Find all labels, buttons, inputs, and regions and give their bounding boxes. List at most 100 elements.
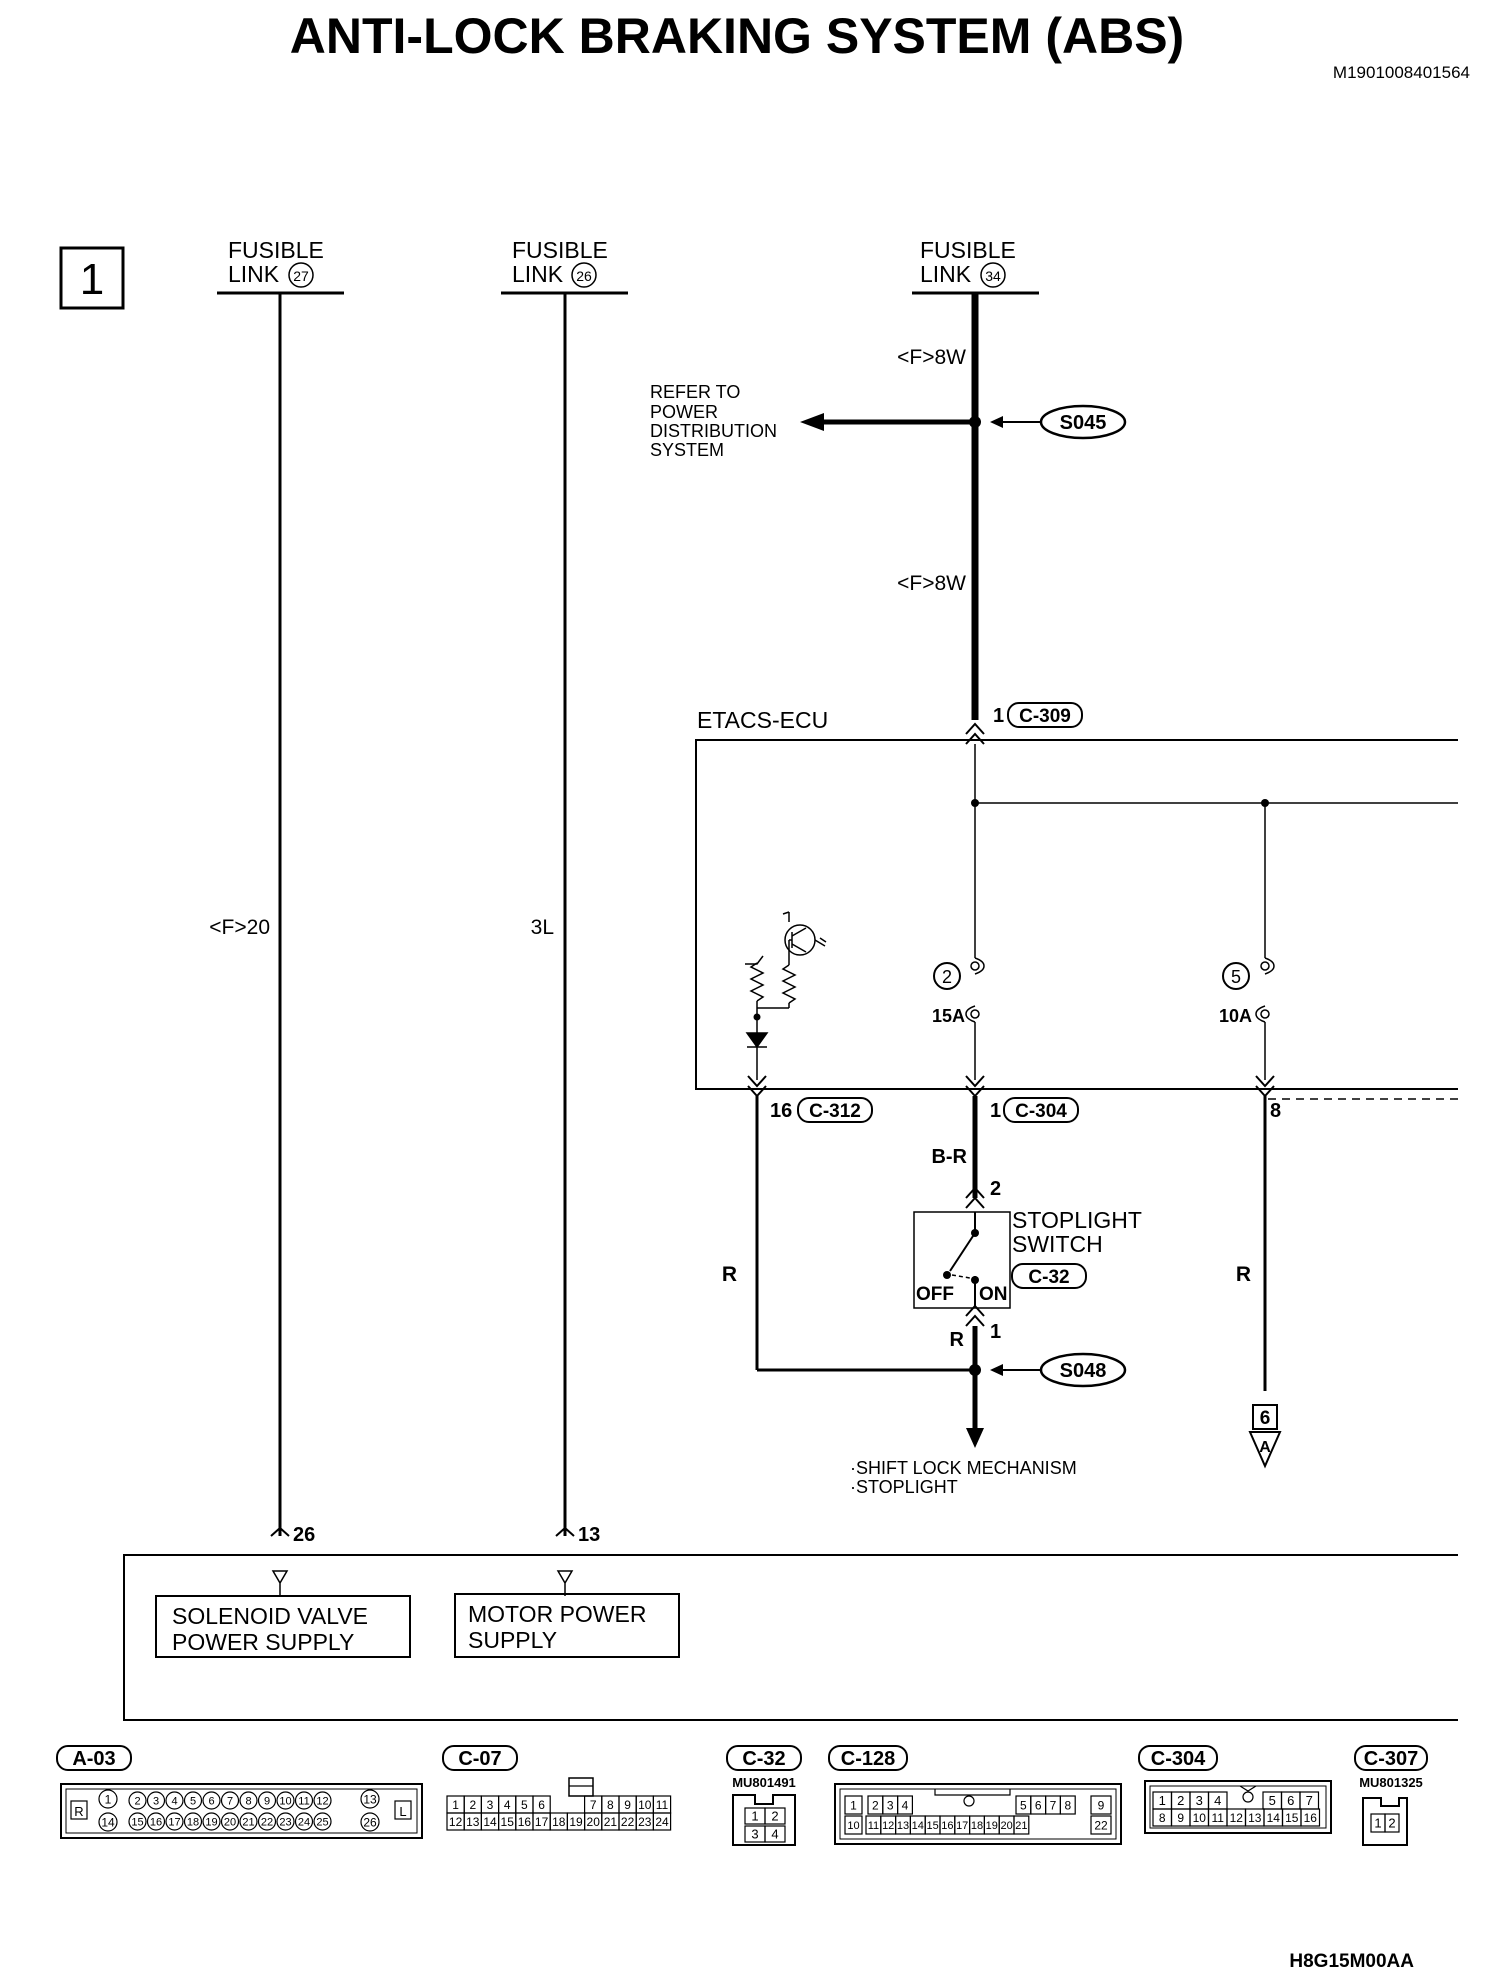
a03-pin: 15 <box>131 1816 143 1828</box>
c32-pin: 1 <box>751 1809 758 1824</box>
diode-junction <box>753 1013 761 1021</box>
c32-pin-cell <box>764 1825 786 1843</box>
downstream-labels: ·SHIFT LOCK MECHANISM ·STOPLIGHT <box>850 1458 1077 1497</box>
splice-pointer-arrow-s048 <box>990 1364 1003 1376</box>
wire-label-fl26: 3L <box>531 916 554 939</box>
svg-text:DISTRIBUTION: DISTRIBUTION <box>650 421 777 441</box>
c128-pin: 14 <box>912 1820 924 1832</box>
fusible-link-34-number: 34 <box>985 268 1001 284</box>
c128-pin: 7 <box>1050 1798 1057 1812</box>
switch-dashed <box>951 1274 971 1279</box>
a03-pin-cell <box>128 1791 147 1810</box>
a03-pin-cell <box>294 1812 314 1831</box>
wire-label-switch-out: R <box>950 1329 965 1351</box>
a03-pin: 5 <box>190 1795 196 1807</box>
c128-pin-cell <box>844 1795 863 1815</box>
downstream-arrowhead <box>966 1428 984 1448</box>
splice-dot-s048 <box>969 1364 981 1376</box>
c304-pin: 4 <box>1214 1793 1221 1808</box>
ref-marker-page-number: 6 <box>1260 1408 1271 1429</box>
stoplight-switch-label-2: SWITCH <box>1012 1231 1103 1257</box>
c128-pin: 8 <box>1064 1798 1071 1812</box>
splice-s048-label: S048 <box>1060 1360 1107 1382</box>
connector-c32-part: MU801491 <box>732 1775 796 1790</box>
svg-text:LINK: LINK <box>228 261 280 287</box>
c304-pin: 10 <box>1193 1811 1207 1825</box>
a03-pin: 18 <box>187 1816 199 1828</box>
a03-pin-cell <box>128 1812 147 1831</box>
c07-pin-cell <box>652 1812 672 1831</box>
fusible-link-26: FUSIBLE LINK 26 <box>501 237 628 295</box>
svg-text:SYSTEM: SYSTEM <box>650 440 724 460</box>
c128-pin: 12 <box>882 1820 894 1832</box>
svg-text:FUSIBLE: FUSIBLE <box>512 237 608 263</box>
refer-to-power-distribution-text: REFER TO POWER DISTRIBUTION SYSTEM <box>650 382 777 460</box>
c07-pin: 23 <box>638 1815 652 1829</box>
etacs-ecu-box <box>695 739 1458 1090</box>
connector-c128-name: C-128 <box>841 1748 895 1770</box>
c128-pin: 5 <box>1020 1798 1027 1812</box>
c07-pin: 24 <box>655 1815 669 1829</box>
splice-s045-label: S045 <box>1060 412 1107 434</box>
c07-pin: 12 <box>449 1815 463 1829</box>
abs-ecu-box <box>123 1554 1458 1721</box>
a03-pin: 7 <box>227 1795 233 1807</box>
c32-pin: 2 <box>771 1809 778 1824</box>
c128-pin: 16 <box>941 1820 953 1832</box>
fusible-link-27: FUSIBLE LINK 27 <box>217 237 344 295</box>
c128-pin-cell <box>1059 1795 1076 1815</box>
a03-pin: 3 <box>153 1795 159 1807</box>
connector-c304-name: C-304 <box>1151 1748 1206 1770</box>
switch-on-contact <box>971 1276 979 1284</box>
a03-pin: 25 <box>316 1816 328 1828</box>
solenoid-label-2: POWER SUPPLY <box>172 1629 354 1655</box>
c128-pin: 18 <box>971 1820 983 1832</box>
c307-pin-cell <box>1384 1813 1400 1833</box>
a03-pin: 21 <box>242 1816 254 1828</box>
c07-pin: 17 <box>535 1815 549 1829</box>
connector-c07-name: C-07 <box>458 1748 501 1770</box>
switch-terminal-out <box>965 1304 985 1327</box>
svg-text:5: 5 <box>1231 967 1241 987</box>
c07-pin: 2 <box>469 1798 476 1812</box>
a03-pin: 8 <box>245 1795 251 1807</box>
etacs-pin-1-c304: 1 <box>990 1100 1001 1122</box>
a03-pin: 2 <box>134 1795 140 1807</box>
connector-a03-name: A-03 <box>72 1748 115 1770</box>
connector-c309-label: C-309 <box>1019 706 1071 727</box>
a03-pin-cell <box>360 1789 380 1809</box>
svg-text:FUSIBLE: FUSIBLE <box>920 237 1016 263</box>
switch-pin-2: 2 <box>990 1178 1001 1200</box>
c128-pin: 9 <box>1098 1798 1105 1812</box>
a03-pin: 14 <box>101 1815 115 1829</box>
c304-pin: 9 <box>1177 1811 1184 1825</box>
c128-pin: 1 <box>850 1798 857 1812</box>
c128-pin: 13 <box>897 1820 909 1832</box>
fusible-link-34: FUSIBLE LINK 34 <box>912 237 1039 295</box>
fuse-2-rating: 15A <box>932 1006 965 1026</box>
abs-ecu-pin-26: 26 <box>293 1524 315 1546</box>
wire-label-fl34-lower: <F>8W <box>897 572 966 595</box>
c128-pin-cell <box>844 1815 863 1835</box>
a03-pin-cell <box>276 1812 295 1831</box>
a03-pin-cell <box>98 1812 118 1832</box>
etacs-pin-16: 16 <box>770 1100 792 1122</box>
splice-s045 <box>1039 404 1127 440</box>
a03-pin-cell <box>257 1812 277 1831</box>
c32-pin: 3 <box>751 1827 758 1842</box>
svg-text:POWER: POWER <box>650 402 718 422</box>
abs-terminal-solenoid <box>271 1570 289 1596</box>
connector-c32-tag-label: C-32 <box>1028 1267 1069 1288</box>
c128-pin: 22 <box>1094 1818 1108 1832</box>
c07-pin: 15 <box>501 1815 515 1829</box>
a03-pin: 22 <box>261 1816 273 1828</box>
c07-pin: 21 <box>604 1815 618 1829</box>
a03-pin: 26 <box>363 1815 377 1829</box>
c304-pin: 6 <box>1287 1793 1294 1808</box>
c07-pin: 10 <box>638 1798 652 1812</box>
c07-pin: 3 <box>487 1798 494 1812</box>
c32-pin-cell <box>764 1807 786 1825</box>
page-number: 1 <box>80 255 104 304</box>
